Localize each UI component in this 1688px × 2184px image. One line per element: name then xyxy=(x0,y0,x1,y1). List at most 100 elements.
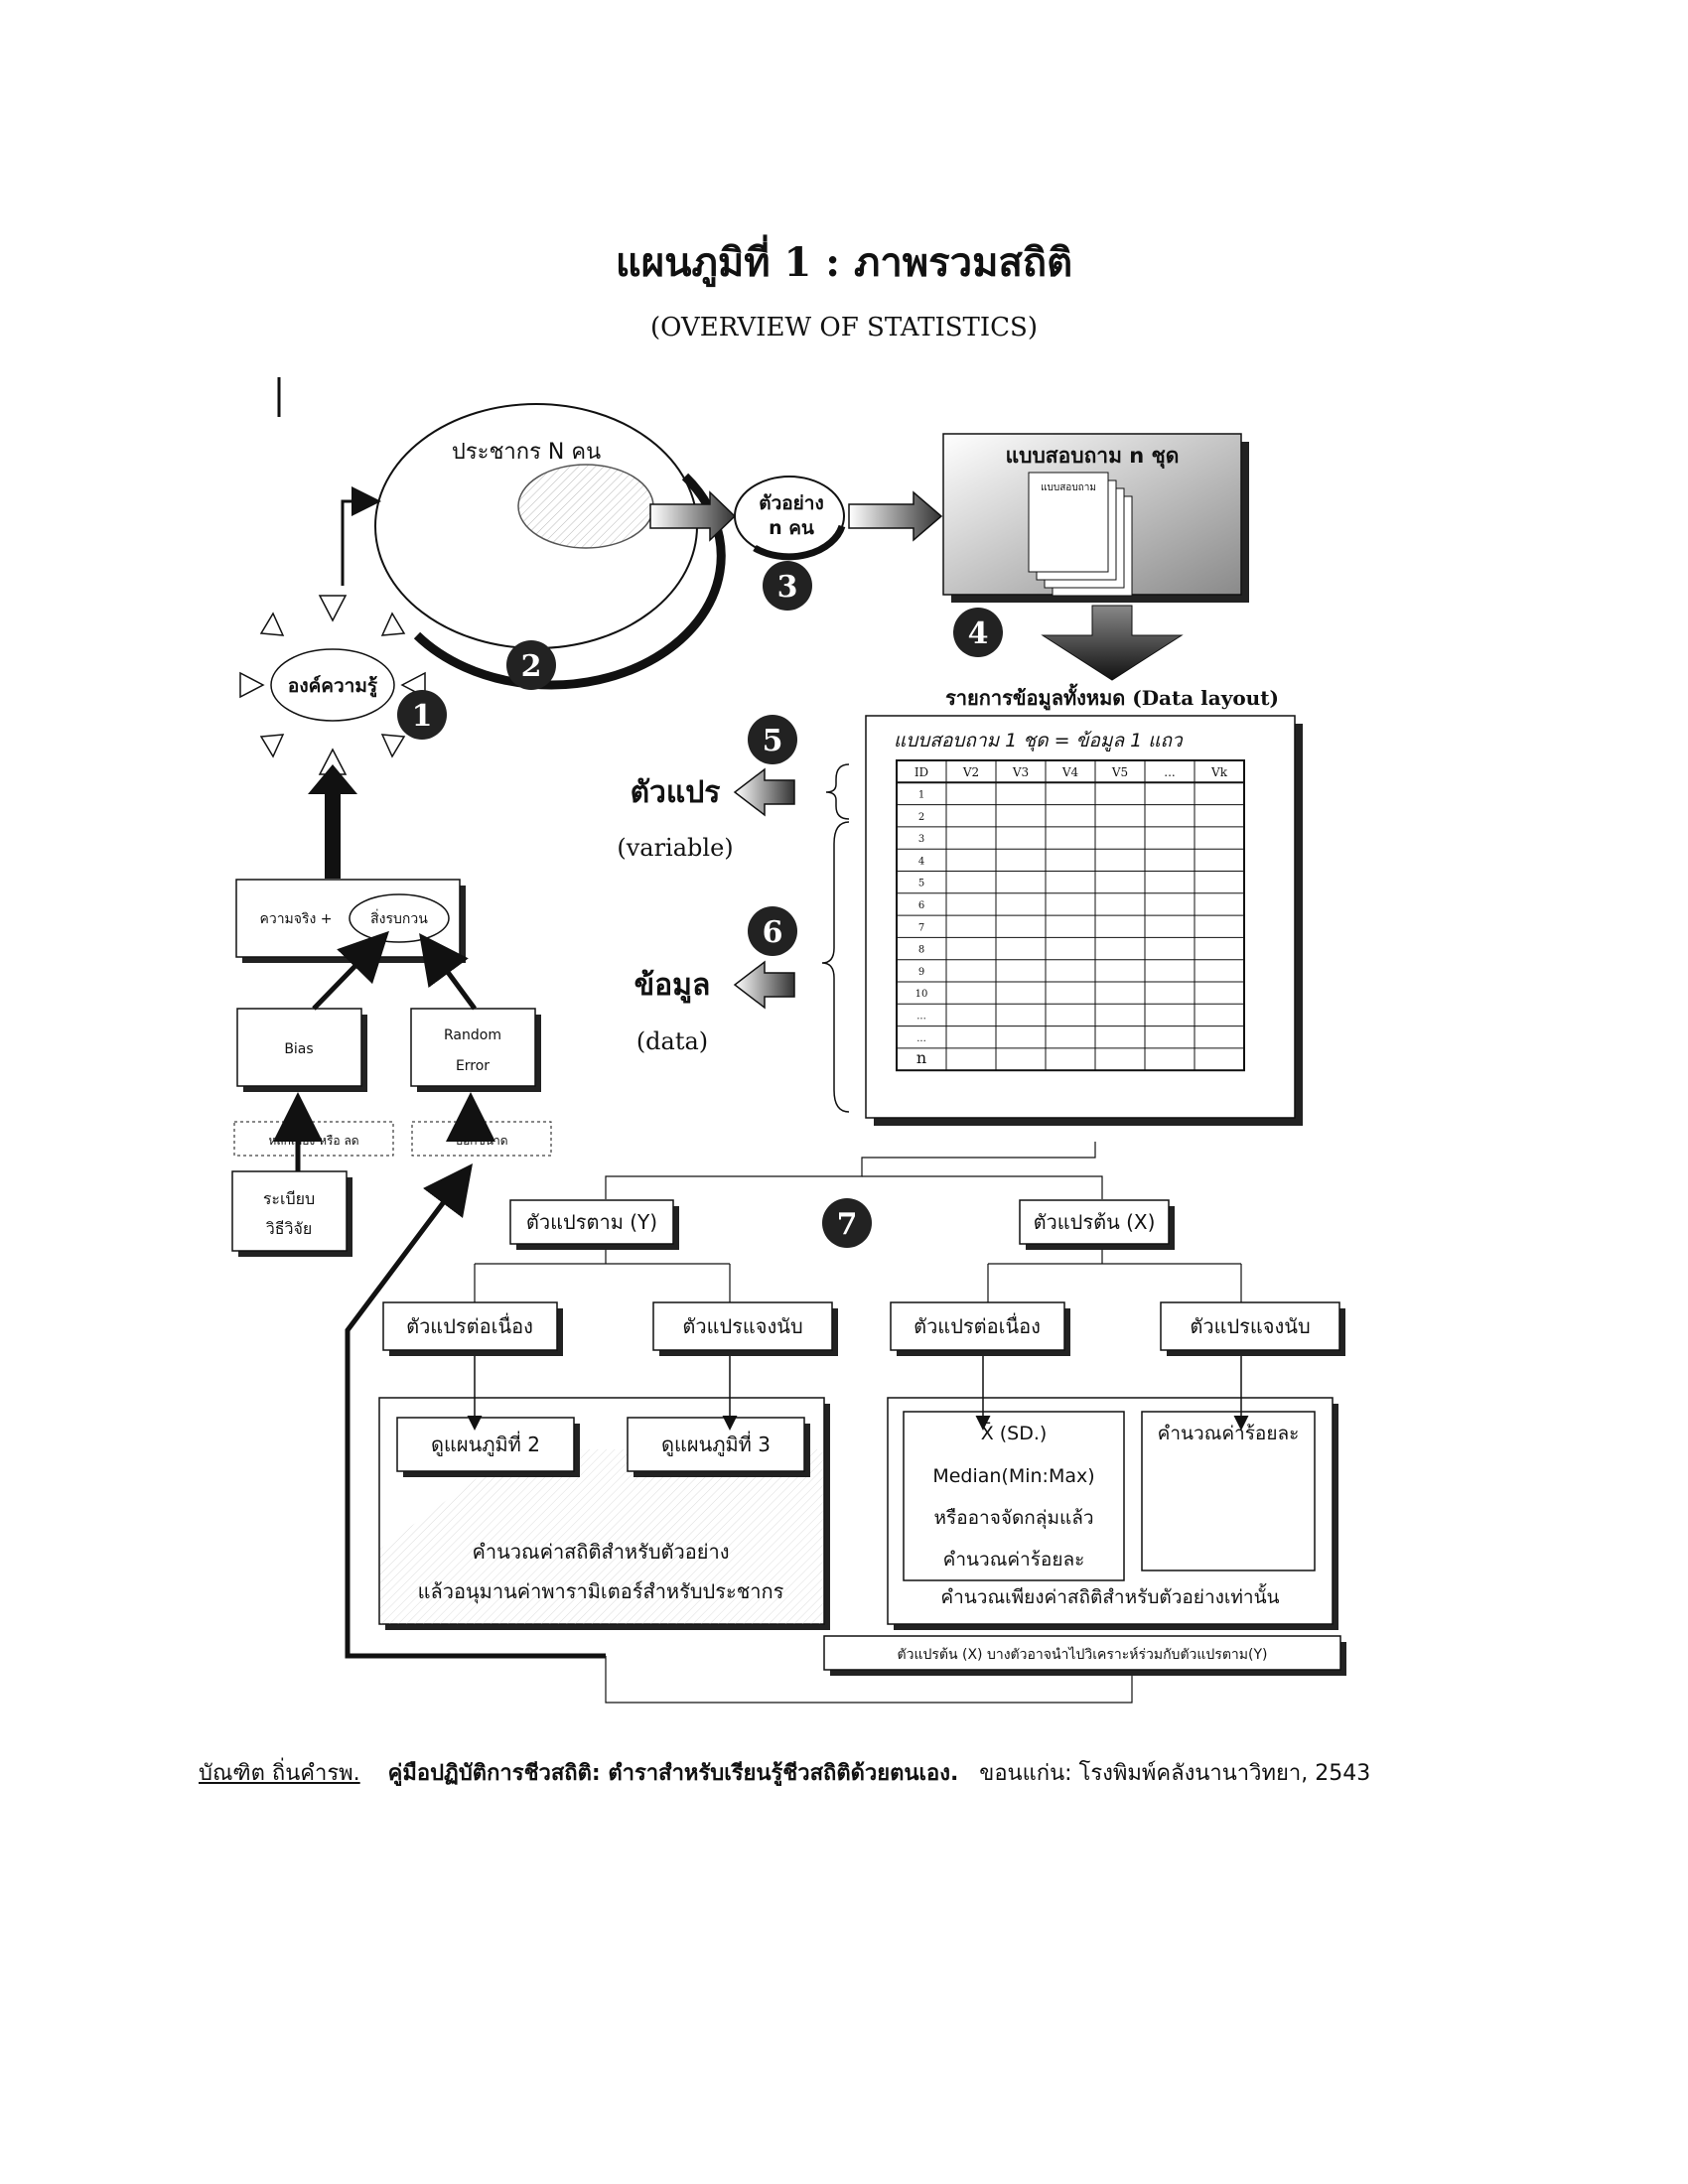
arrow-to-data xyxy=(733,960,795,1010)
reduce-size-label: บอกขนาด xyxy=(455,1134,507,1148)
step-1-label: 1 xyxy=(412,699,433,734)
step-5-label: 5 xyxy=(763,724,783,758)
x-categorical-box: ตัวแปรแจงนับ xyxy=(1160,1301,1345,1356)
descriptive-only-label: คำนวณเพียงค่าสถิติสำหรับตัวอย่างเท่านั้น xyxy=(940,1583,1279,1608)
step-2-circle: 2 xyxy=(506,640,556,690)
step-7-circle: 7 xyxy=(822,1198,872,1248)
grid-row-id: 8 xyxy=(918,945,924,956)
x-note-box: ตัวแปรต้น (X) บางตัวอาจนำไปวิเคราะห์ร่วม… xyxy=(823,1635,1346,1676)
desc-cont-line1: X̄ (SD.) xyxy=(981,1421,1048,1444)
questionnaire-box: แบบสอบถาม n ชุด แบบสอบถาม xyxy=(942,433,1249,603)
random-error-line2: Error xyxy=(456,1058,490,1074)
questionnaire-header: แบบสอบถาม n ชุด xyxy=(1006,444,1180,470)
x-categorical-label: ตัวแปรแจงนับ xyxy=(1190,1314,1310,1338)
bias-label: Bias xyxy=(284,1041,313,1057)
step-6-circle: 6 xyxy=(748,906,797,956)
arrow-down-to-data xyxy=(1041,605,1184,681)
arrow-to-sample xyxy=(649,490,737,542)
independent-variable-label: ตัวแปรต้น (X) xyxy=(1034,1210,1156,1234)
sample-ellipse: ตัวอย่าง n คน xyxy=(734,476,846,561)
random-error-line1: Random xyxy=(444,1027,501,1043)
inferential-panel: ดูแผนภูมิที่ 2 ดูแผนภูมิที่ 3 คำนวณค่าสถ… xyxy=(378,1397,830,1630)
y-categorical-box: ตัวแปรแจงนับ xyxy=(652,1301,838,1356)
diagram-title: แผนภูมิที่ 1 : ภาพรวมสถิติ xyxy=(616,234,1072,287)
random-error-box: Random Error xyxy=(410,1008,541,1092)
step-4-circle: 4 xyxy=(953,608,1003,657)
citation-publisher: ขอนแก่น: โรงพิมพ์คลังนานาวิทยา, 2543 xyxy=(979,1761,1371,1786)
arrow-truth-to-knowledge xyxy=(308,764,357,879)
grid-row-id: 2 xyxy=(918,812,924,823)
grid-row-id: ... xyxy=(916,1011,926,1022)
desc-cont-line2: Median(Min:Max) xyxy=(932,1465,1094,1487)
truth-label: ความจริง + xyxy=(259,911,332,927)
see-chart-3-box: ดูแผนภูมิที่ 3 xyxy=(627,1417,810,1477)
step-6-label: 6 xyxy=(763,915,783,950)
sample-label-line2: n คน xyxy=(769,517,814,539)
grid-row-id: 6 xyxy=(918,900,924,911)
grid-row-id: 3 xyxy=(918,834,924,845)
x-note-label: ตัวแปรต้น (X) บางตัวอาจนำไปวิเคราะห์ร่วม… xyxy=(898,1646,1268,1663)
x-continuous-label: ตัวแปรต่อเนื่อง xyxy=(914,1312,1041,1338)
arrow-to-questionnaires xyxy=(848,490,943,542)
data-layout-title: รายการข้อมูลทั้งหมด (Data layout) xyxy=(945,683,1279,712)
step-3-label: 3 xyxy=(777,570,798,605)
population-ellipse: ประชากร N คน xyxy=(374,403,726,690)
bias-box: Bias xyxy=(236,1008,367,1092)
citation-book: คู่มือปฏิบัติการชีวสถิติ: ตำราสำหรับเรีย… xyxy=(387,1761,959,1786)
step-1-circle: 1 xyxy=(397,690,447,740)
step-7-label: 7 xyxy=(837,1207,858,1242)
sample-label-line1: ตัวอย่าง xyxy=(759,492,824,514)
grid-header-cell: ... xyxy=(1164,765,1175,779)
see-chart-3-label: ดูแผนภูมิที่ 3 xyxy=(661,1431,771,1457)
variable-en: (variable) xyxy=(617,834,733,862)
independent-variable-box: ตัวแปรต้น (X) xyxy=(1019,1199,1175,1250)
noise-label: สิ่งรบกวน xyxy=(370,909,428,927)
inferential-line2: แล้วอนุมานค่าพารามิเตอร์สำหรับประชากร xyxy=(418,1579,784,1604)
grid-row-id: 5 xyxy=(918,879,924,889)
y-continuous-box: ตัวแปรต่อเนื่อง xyxy=(382,1301,563,1356)
knowledge-label: องค์ความรู้ xyxy=(288,675,378,698)
data-label: ข้อมูล xyxy=(634,968,711,1004)
arrow-knowledge-to-population xyxy=(341,486,381,586)
y-continuous-label: ตัวแปรต่อเนื่อง xyxy=(406,1312,533,1338)
step-3-circle: 3 xyxy=(763,561,812,611)
grid-header-cell: V3 xyxy=(1012,765,1029,779)
grid-header-cell: V4 xyxy=(1061,765,1079,779)
grid-row-id: 1 xyxy=(918,789,924,800)
citation-author: บัณฑิต ถิ่นคำรพ. xyxy=(199,1761,360,1786)
grid-row-id: ... xyxy=(916,1033,926,1044)
population-label: ประชากร N คน xyxy=(452,440,601,465)
grid-row-id: 7 xyxy=(918,922,924,933)
grid-row-id: n xyxy=(916,1048,926,1067)
arrow-to-variable xyxy=(733,767,795,817)
grid-row-id: 4 xyxy=(918,856,924,867)
descriptive-panel: X̄ (SD.) Median(Min:Max) หรืออาจจัดกลุ่ม… xyxy=(887,1397,1338,1630)
research-method-line1: ระเบียบ xyxy=(263,1189,315,1208)
desc-cont-line3: หรืออาจจัดกลุ่มแล้ว xyxy=(933,1507,1093,1530)
arrow-random-error-to-noise xyxy=(419,932,478,1011)
see-chart-2-label: ดูแผนภูมิที่ 2 xyxy=(431,1431,540,1457)
avoid-reduce-label: หลีกเลี่ยง หรือ ลด xyxy=(268,1132,358,1148)
variable-brace xyxy=(825,763,850,820)
avoid-reduce-box: หลีกเลี่ยง หรือ ลด xyxy=(233,1121,394,1157)
grid-row-id: 10 xyxy=(915,989,928,1000)
step-4-label: 4 xyxy=(968,616,989,651)
y-categorical-label: ตัวแปรแจงนับ xyxy=(682,1314,802,1338)
reduce-size-box: บอกขนาด xyxy=(411,1121,552,1157)
research-method-line2: วิธีวิจัย xyxy=(266,1219,313,1238)
desc-cont-line4: คำนวณค่าร้อยละ xyxy=(943,1549,1085,1570)
grid-row-id: 9 xyxy=(918,967,924,978)
dependent-variable-box: ตัวแปรตาม (Y) xyxy=(509,1199,679,1250)
grid-header-cell: ID xyxy=(914,765,928,779)
step-5-circle: 5 xyxy=(748,715,797,764)
questionnaire-sheet-label: แบบสอบถาม xyxy=(1041,482,1096,493)
data-brace xyxy=(821,821,850,1113)
citation: บัณฑิต ถิ่นคำรพ. คู่มือปฏิบัติการชีวสถิต… xyxy=(199,1755,1589,1790)
grid-header-cell: Vk xyxy=(1210,765,1228,779)
data-en: (data) xyxy=(636,1027,708,1055)
grid-header-cell: V5 xyxy=(1111,765,1128,779)
inferential-line1: คำนวณค่าสถิติสำหรับตัวอย่าง xyxy=(473,1540,730,1564)
